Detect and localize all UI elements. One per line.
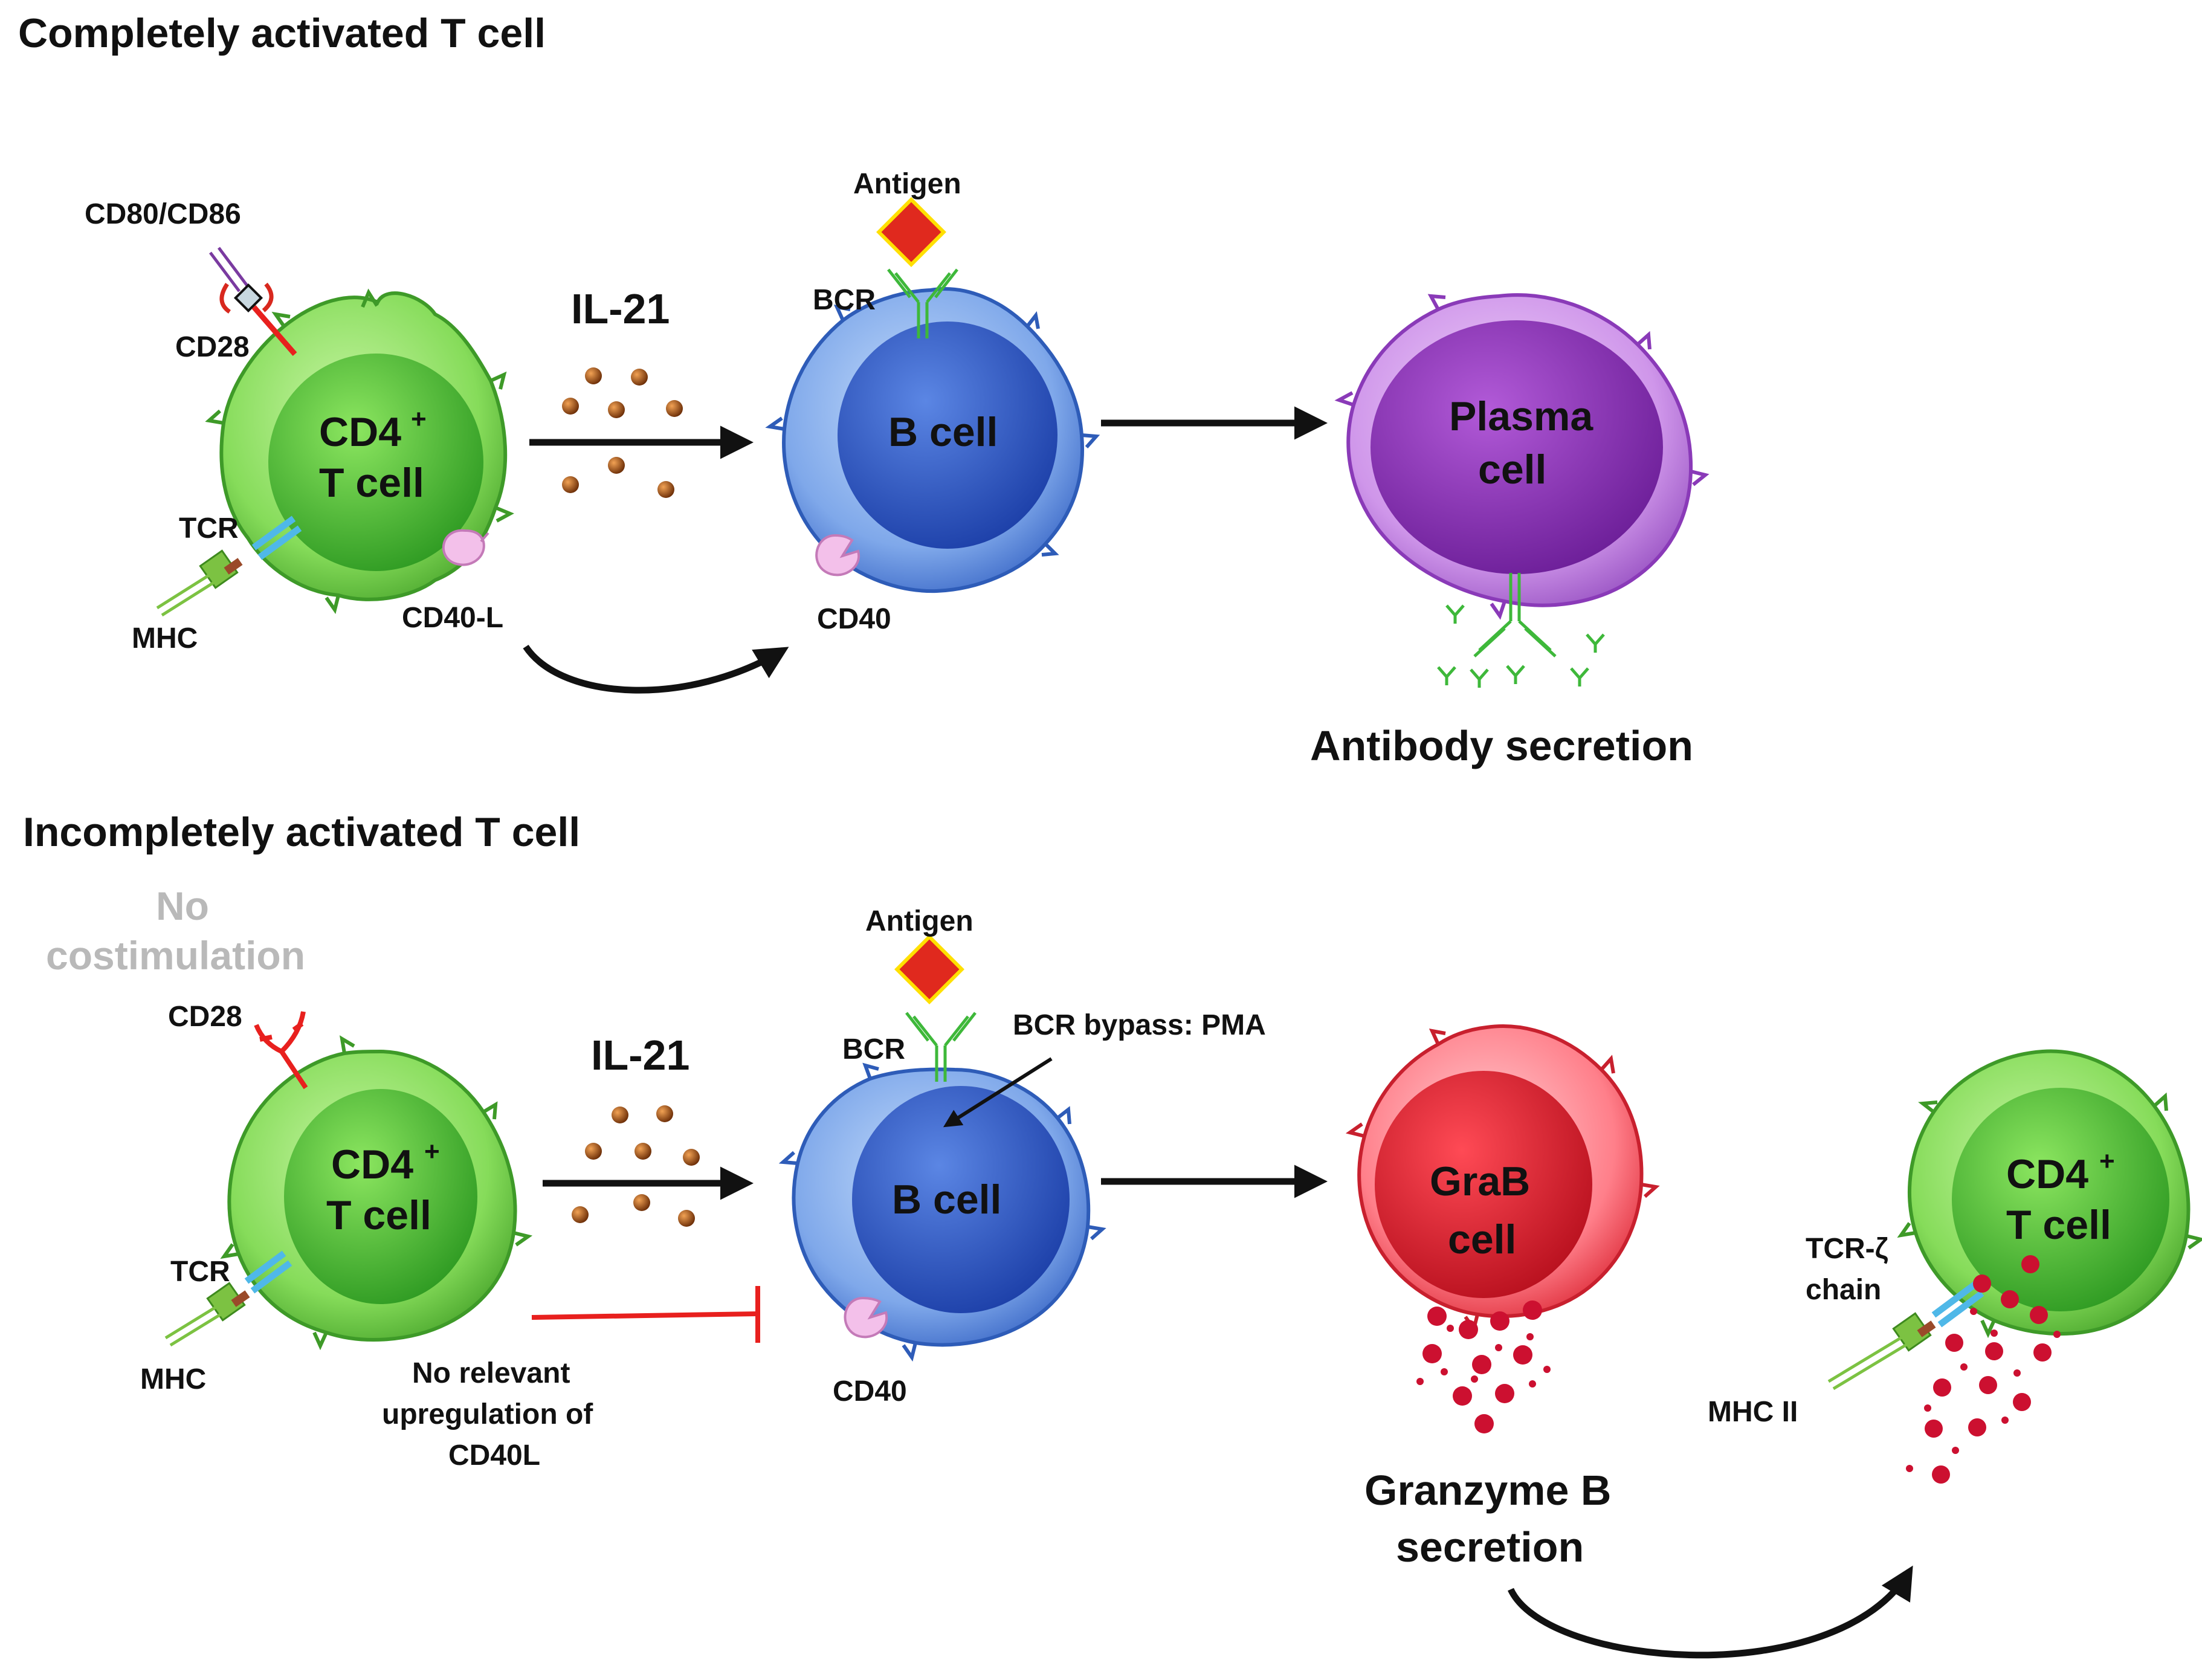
top-cd40l-ligand bbox=[442, 529, 489, 566]
top-t-cell-label-line1: CD4 bbox=[319, 409, 401, 455]
bottom-il21-particles bbox=[572, 1105, 700, 1227]
top-cd40l-label: CD40-L bbox=[402, 602, 503, 634]
no-upregulation-line3: CD40L bbox=[448, 1439, 540, 1472]
top-cd40-receptor bbox=[815, 534, 860, 577]
bottom-b-cell: B cell bbox=[778, 1062, 1106, 1362]
bottom-cd40-label: CD40 bbox=[833, 1375, 907, 1407]
top-b-cell: B cell bbox=[765, 287, 1100, 593]
top-antigen-shape bbox=[876, 197, 946, 267]
bottom-tcr-mhc-complex bbox=[164, 1250, 292, 1347]
grab-cell-label-line1: GraB bbox=[1430, 1158, 1530, 1204]
granzyme-secretion-line1: Granzyme B bbox=[1364, 1467, 1611, 1514]
top-bcr-receptor bbox=[887, 268, 958, 338]
no-costimulation-line2: costimulation bbox=[46, 933, 305, 978]
antibody-secretion-label: Antibody secretion bbox=[1310, 722, 1693, 769]
bottom-mhc-label: MHC bbox=[140, 1363, 206, 1395]
bottom-t-cell-nucleus bbox=[284, 1089, 477, 1304]
top-section-title: Completely activated T cell bbox=[18, 10, 546, 56]
bottom-cd28-label: CD28 bbox=[168, 1001, 242, 1033]
granzyme-delivery-arrow bbox=[1508, 1565, 1913, 1659]
bcr-bypass-pointer bbox=[943, 1057, 1053, 1128]
plasma-cell-label-line2: cell bbox=[1478, 447, 1546, 493]
target-t-cell-label-line2: T cell bbox=[2006, 1202, 2111, 1248]
target-t-cell-nucleus bbox=[1952, 1088, 2169, 1311]
granzyme-b-granules-source bbox=[1416, 1300, 1551, 1433]
top-antigen-label: Antigen bbox=[853, 168, 961, 200]
top-tcr-label: TCR bbox=[179, 512, 239, 544]
bottom-t-cell-label-sup: + bbox=[424, 1137, 440, 1166]
cd40l-inhibition-line bbox=[531, 1286, 760, 1343]
grab-cell-nucleus bbox=[1375, 1071, 1592, 1298]
secreted-antibodies bbox=[1437, 573, 1605, 688]
plasma-cell: Plasma cell bbox=[1334, 293, 1710, 620]
bottom-b-cell-nucleus bbox=[852, 1086, 1070, 1313]
bottom-bcr-receptor bbox=[905, 1012, 977, 1082]
top-il21-particles bbox=[562, 367, 683, 498]
grab-cell: GraB cell bbox=[1345, 1024, 1660, 1334]
tcr-zeta-label-line1: TCR-ζ bbox=[1806, 1233, 1888, 1265]
bottom-tcr-label: TCR bbox=[170, 1256, 230, 1288]
bottom-b-cell-label: B cell bbox=[892, 1177, 1001, 1223]
bottom-t-cell-label-line2: T cell bbox=[326, 1192, 431, 1238]
top-cd28-label: CD28 bbox=[175, 331, 250, 363]
bottom-cd40-receptor bbox=[844, 1296, 888, 1339]
top-t-cell-label-line2: T cell bbox=[319, 460, 424, 506]
bottom-antigen-label: Antigen bbox=[865, 905, 973, 937]
top-t-cell-label-sup: + bbox=[411, 404, 427, 434]
top-cd80-cd86-cd28-receptor bbox=[209, 247, 297, 356]
target-tcr-mhc-complex bbox=[1827, 1281, 1984, 1391]
top-cd40-label: CD40 bbox=[817, 603, 891, 635]
target-t-cell-label-sup: + bbox=[2099, 1146, 2115, 1176]
no-upregulation-line2: upregulation of bbox=[382, 1398, 593, 1430]
top-b-cell-nucleus bbox=[838, 321, 1057, 549]
bottom-il21-label: IL-21 bbox=[591, 1032, 689, 1079]
no-upregulation-line1: No relevant bbox=[412, 1357, 570, 1389]
top-bcr-label: BCR bbox=[813, 284, 876, 316]
top-cd80-cd86-label: CD80/CD86 bbox=[85, 198, 241, 230]
plasma-cell-nucleus bbox=[1371, 320, 1663, 574]
bottom-bcr-label: BCR bbox=[842, 1033, 905, 1065]
bottom-cd28-receptor bbox=[254, 1011, 308, 1090]
granzyme-b-granules-target bbox=[1906, 1255, 2061, 1484]
bottom-t-cell-label-line1: CD4 bbox=[331, 1142, 413, 1187]
target-t-cell: CD4 + T cell bbox=[1897, 1049, 2202, 1339]
grab-cell-label-line2: cell bbox=[1448, 1216, 1516, 1262]
top-mhc-label: MHC bbox=[132, 622, 198, 654]
top-cd40-signal-arrow bbox=[523, 644, 789, 694]
top-il21-label: IL-21 bbox=[571, 285, 670, 332]
mhc-ii-label: MHC II bbox=[1708, 1396, 1798, 1428]
plasma-cell-label-line1: Plasma bbox=[1449, 393, 1593, 439]
bottom-t-cell: CD4 + T cell bbox=[220, 1035, 533, 1351]
tcr-zeta-label-line2: chain bbox=[1806, 1274, 1881, 1306]
no-costimulation-line1: No bbox=[156, 884, 209, 928]
top-tcr-mhc-complex bbox=[156, 515, 302, 617]
bcr-bypass-pma-label: BCR bypass: PMA bbox=[1013, 1009, 1266, 1041]
bottom-antigen-shape bbox=[894, 934, 964, 1004]
bottom-section-title: Incompletely activated T cell bbox=[23, 809, 580, 855]
top-t-cell-nucleus bbox=[268, 354, 483, 571]
target-t-cell-label-line1: CD4 bbox=[2006, 1151, 2088, 1197]
granzyme-secretion-line2: secretion bbox=[1396, 1523, 1584, 1571]
top-b-cell-label: B cell bbox=[888, 409, 998, 455]
